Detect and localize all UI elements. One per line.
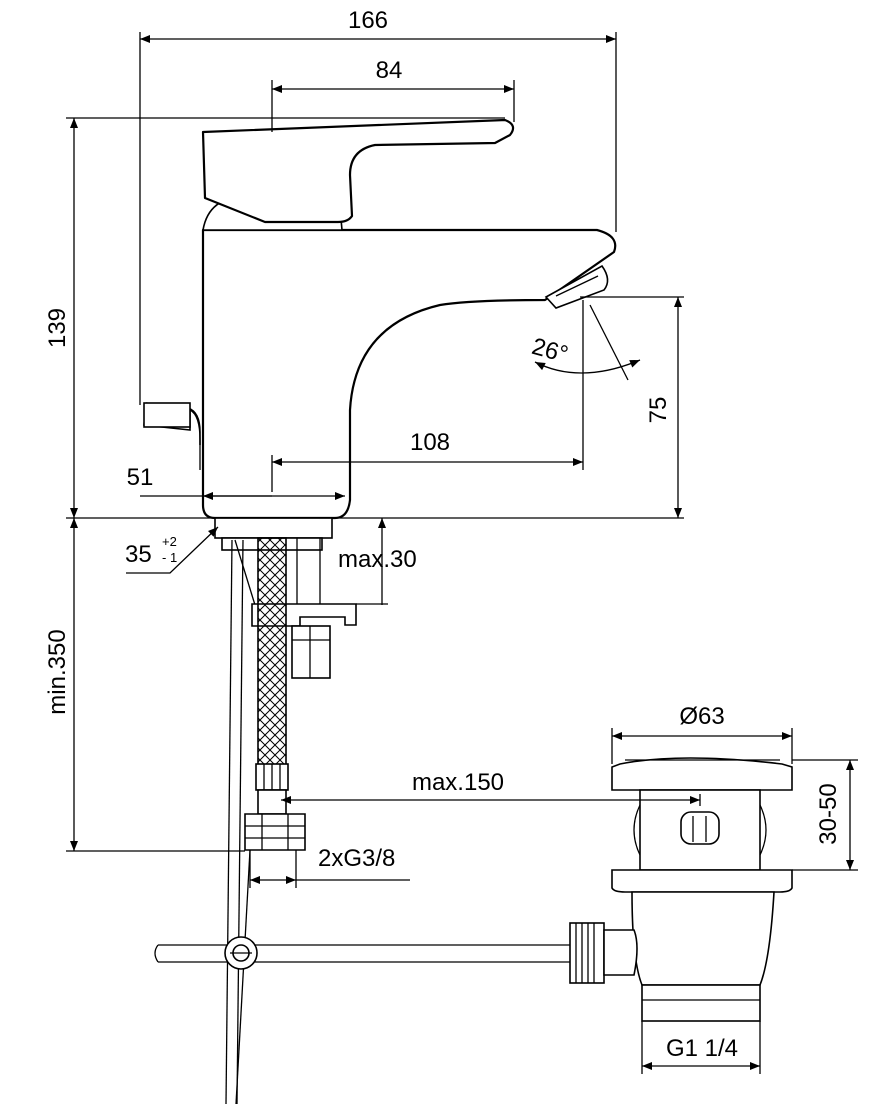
dim-handle-width: 84 bbox=[271, 57, 515, 132]
dim-body-offset: 51 bbox=[127, 464, 345, 500]
dim-spray-angle-label: 26° bbox=[529, 333, 571, 368]
dim-waste-thread-label: G1 1/4 bbox=[666, 1035, 738, 1062]
dim-spout-height: 75 bbox=[580, 296, 684, 518]
dim-overall-height-label: 139 bbox=[44, 308, 71, 348]
dim-waste-height: 30-50 bbox=[792, 759, 858, 871]
faucet-lever bbox=[201, 118, 515, 231]
dim-waste-diameter-label: Ø63 bbox=[679, 703, 724, 730]
dim-rod-length-label: max.150 bbox=[412, 769, 504, 796]
dim-connection: 2xG3/8 bbox=[249, 845, 410, 888]
dim-body-offset-label: 51 bbox=[127, 464, 154, 491]
dim-connection-label: 2xG3/8 bbox=[318, 845, 395, 872]
dim-spout-reach-label: 108 bbox=[410, 429, 450, 456]
waste-valve bbox=[569, 757, 793, 1022]
dim-waste-height-label: 30-50 bbox=[815, 783, 842, 844]
dim-spray-angle: 26° bbox=[529, 304, 641, 381]
dim-mount-angle-label: 35 bbox=[125, 541, 152, 568]
popup-rod bbox=[154, 539, 570, 1104]
faucet-body bbox=[201, 228, 617, 539]
dim-rod-length: max.150 bbox=[281, 769, 701, 806]
dim-spout-height-label: 75 bbox=[645, 397, 672, 424]
dim-hose-length-label: min.350 bbox=[44, 629, 71, 714]
dim-mount-angle: 35 +2 - 1 bbox=[125, 526, 219, 574]
supply-hose bbox=[244, 537, 306, 851]
dim-handle-width-label: 84 bbox=[376, 57, 403, 84]
dim-mount-angle-tol-plus: +2 bbox=[162, 534, 177, 549]
dim-mount-angle-tol-minus: - 1 bbox=[162, 550, 177, 565]
dim-waste-diameter: Ø63 bbox=[611, 703, 793, 764]
dim-waste-thread: G1 1/4 bbox=[641, 1021, 761, 1074]
popup-knob bbox=[143, 402, 201, 470]
dim-spout-reach: 108 bbox=[271, 300, 584, 492]
dim-deck-thickness: max.30 bbox=[338, 518, 417, 605]
dim-hose-length: min.350 bbox=[44, 518, 245, 852]
dim-overall-width-label: 166 bbox=[348, 7, 388, 34]
dim-overall-height: 139 bbox=[44, 117, 684, 519]
dim-overall-width: 166 bbox=[139, 7, 617, 405]
dim-deck-thickness-label: max.30 bbox=[338, 546, 417, 573]
